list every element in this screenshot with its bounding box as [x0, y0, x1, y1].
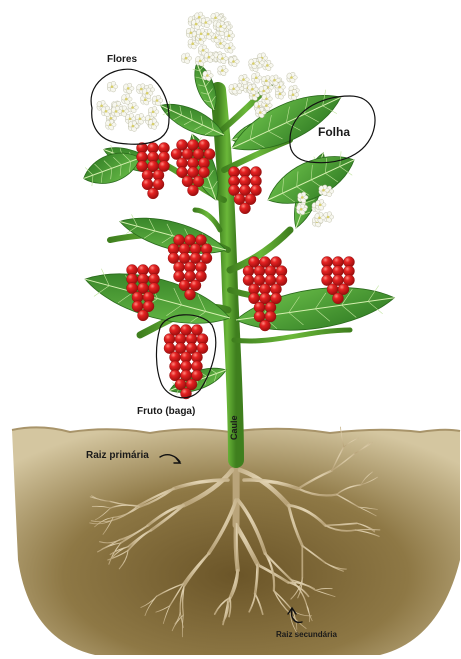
label-raiz-secundaria: Raiz secundária — [276, 630, 337, 639]
berry-cluster-icon — [137, 143, 170, 199]
label-fruto: Fruto (baga) — [137, 406, 195, 417]
label-raiz-primaria: Raiz primária — [86, 450, 149, 461]
label-flores: Flores — [107, 54, 137, 65]
flower-cluster-icon — [96, 80, 163, 132]
label-caule: Caule — [229, 415, 239, 440]
root-icon — [236, 525, 238, 570]
flower-cluster-icon — [181, 11, 240, 82]
label-folha: Folha — [318, 125, 350, 139]
leaf-icon — [224, 81, 348, 164]
